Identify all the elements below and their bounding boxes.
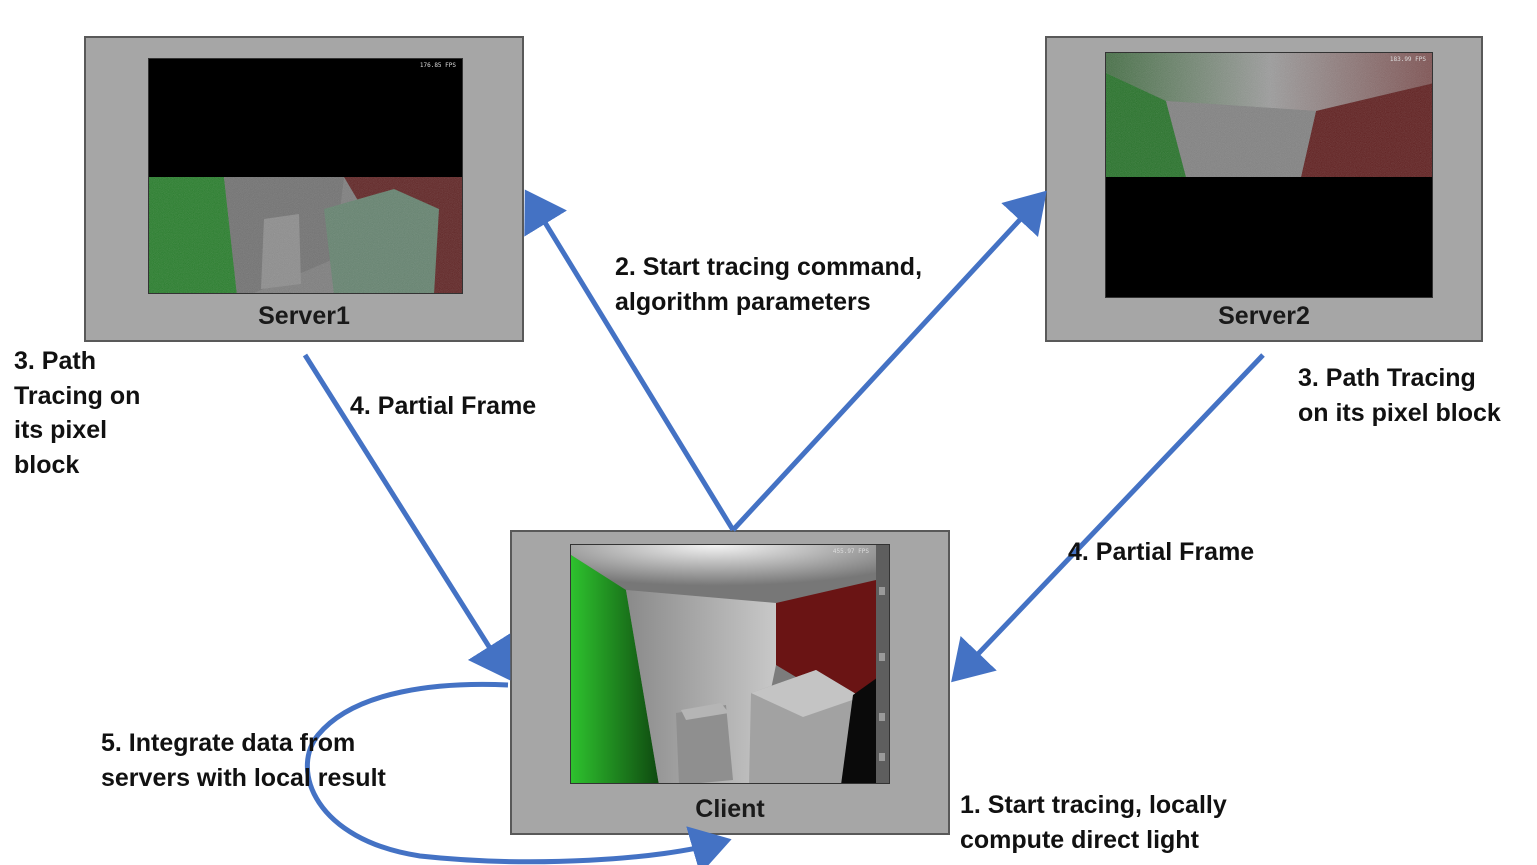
server1-fps-counter: 176.85 FPS [419, 62, 456, 69]
step1-note: 1. Start tracing, locally compute direct… [960, 791, 1227, 854]
server1-label: Server1 [258, 302, 350, 330]
server2-node: 183.99 FPS Server2 [1045, 36, 1483, 342]
server2-label: Server2 [1218, 302, 1310, 330]
step4-server2-note: 4. Partial Frame [1068, 538, 1255, 566]
server1-scene-image [149, 59, 462, 293]
server1-render-view: 176.85 FPS [148, 58, 463, 294]
server1-node: 176.85 FPS Server1 [84, 36, 524, 342]
step3-server2-note: 3. Path Tracing on its pixel block [1298, 364, 1501, 427]
arrow-client-self-loop [304, 681, 732, 865]
step4-server1-note: 4. Partial Frame [350, 392, 537, 420]
step2-note: 2. Start tracing command, algorithm para… [615, 253, 923, 316]
arrow-server1-to-client [302, 353, 511, 681]
server2-scene-image [1106, 53, 1432, 297]
step5-note: 5. Integrate data from servers with loca… [101, 729, 386, 792]
client-scene-image [571, 545, 889, 783]
client-label: Client [695, 795, 765, 823]
arrow-client-to-server1 [524, 189, 736, 532]
arrow-client-to-server2 [731, 190, 1047, 532]
server2-fps-counter: 183.99 FPS [1389, 56, 1426, 63]
step3-server1-note: 3. Path Tracing on its pixel block [14, 347, 141, 479]
server2-render-view: 183.99 FPS [1105, 52, 1433, 298]
arrow-server2-to-client [951, 353, 1265, 683]
client-fps-counter: 455.97 FPS [832, 548, 869, 555]
client-render-view: 455.97 FPS [570, 544, 890, 784]
